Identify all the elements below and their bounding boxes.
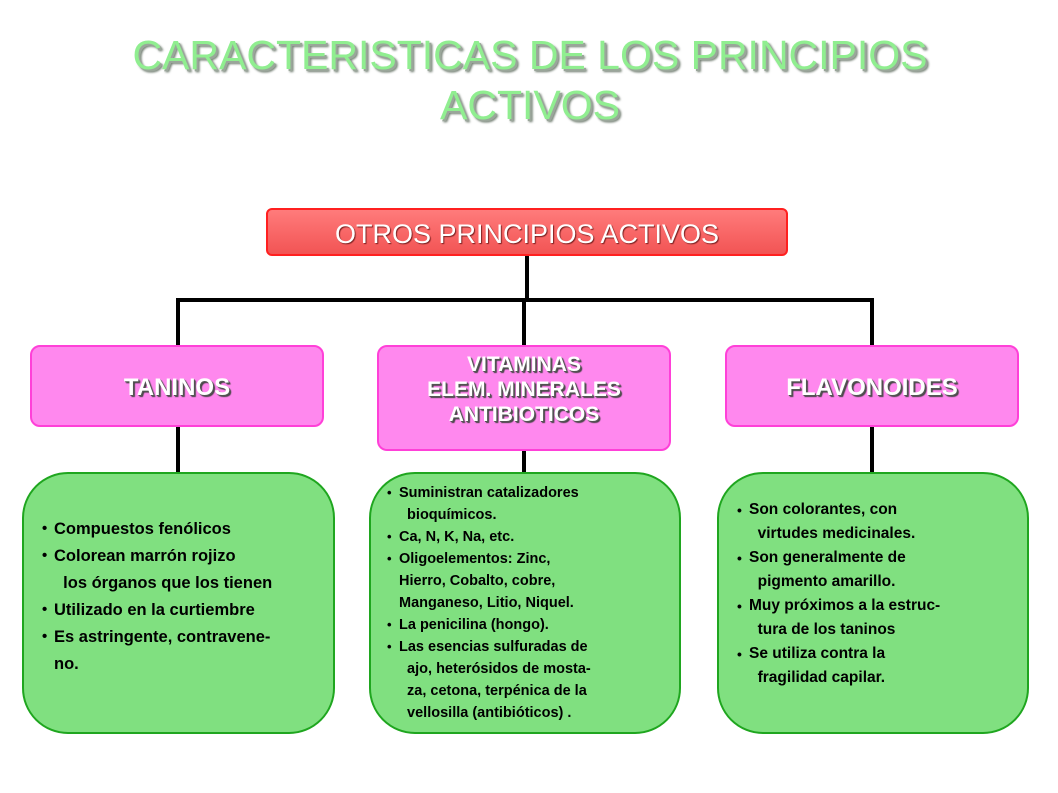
detail-item: Manganeso, Litio, Niquel. — [399, 592, 679, 614]
category-vitaminas: VITAMINAS ELEM. MINERALES ANTIBIOTICOS — [377, 345, 671, 451]
bullet-glyph: • — [387, 617, 392, 632]
root-node: OTROS PRINCIPIOS ACTIVOS — [266, 208, 788, 256]
detail-text: La penicilina (hongo). — [399, 617, 549, 633]
bullet-glyph: • — [387, 529, 392, 544]
detail-item: • Las esencias sulfuradas de — [387, 636, 679, 658]
category-taninos: TANINOS — [30, 345, 324, 427]
detail-text: Es astringente, contravene- — [54, 628, 271, 646]
detail-text: Oligoelementos: Zinc, — [399, 551, 551, 567]
detail-text: Utilizado en la curtiembre — [54, 601, 255, 619]
detail-item: • Muy próximos a la estruc- — [737, 594, 1027, 618]
detail-text: pigmento amarillo. — [749, 573, 896, 590]
detail-text: Hierro, Cobalto, cobre, — [399, 573, 556, 589]
detail-box-taninos: • Compuestos fenólicos • Colorean marrón ro… — [22, 472, 335, 734]
detail-item: • Se utiliza contra la — [737, 642, 1027, 666]
detail-item: no. — [54, 651, 333, 678]
detail-text: Se utiliza contra la — [749, 645, 886, 662]
detail-text: Manganeso, Litio, Niquel. — [399, 595, 574, 611]
detail-item: los órganos que los tienen — [54, 570, 333, 597]
detail-box-flavonoides: • Son colorantes, con virtudes medicinale… — [717, 472, 1029, 734]
detail-item: Hierro, Cobalto, cobre, — [399, 570, 679, 592]
category-line: VITAMINAS — [467, 353, 581, 376]
detail-text: Ca, N, K, Na, etc. — [399, 529, 515, 545]
bullet-glyph: • — [737, 646, 742, 662]
detail-text: fragilidad capilar. — [749, 669, 886, 686]
detail-item: • Es astringente, contravene- — [42, 624, 333, 651]
detail-text: no. — [54, 655, 79, 673]
detail-item: fragilidad capilar. — [749, 666, 1027, 690]
detail-text: Compuestos fenólicos — [54, 520, 231, 538]
detail-item: bioquímicos. — [399, 504, 679, 526]
detail-item: ajo, heterósidos de mosta- — [399, 658, 679, 680]
category-line: ANTIBIOTICOS — [448, 403, 600, 426]
bullet-glyph: • — [737, 550, 742, 566]
detail-text: ajo, heterósidos de mosta- — [399, 661, 591, 677]
detail-box-vitaminas: • Suministran catalizadores bioquímicos. •… — [369, 472, 681, 734]
bullet-glyph: • — [42, 521, 48, 537]
title-line-2: ACTIVOS — [440, 82, 620, 128]
detail-text: Muy próximos a la estruc- — [749, 597, 941, 614]
detail-text: los órganos que los tienen — [54, 574, 273, 592]
bullet-glyph: • — [387, 551, 392, 566]
detail-text: Suministran catalizadores — [399, 485, 579, 501]
detail-text: virtudes medicinales. — [749, 525, 916, 542]
bullet-glyph: • — [42, 602, 48, 618]
detail-text: Son generalmente de — [749, 549, 906, 566]
detail-item: • Colorean marrón rojizo — [42, 543, 333, 570]
detail-item: • Oligoelementos: Zinc, — [387, 548, 679, 570]
detail-item: • Son colorantes, con — [737, 498, 1027, 522]
detail-item: vellosilla (antibióticos) . — [399, 702, 679, 724]
detail-item: tura de los taninos — [749, 618, 1027, 642]
detail-list: • Compuestos fenólicos • Colorean marrón ro… — [24, 474, 333, 678]
bullet-glyph: • — [387, 485, 392, 500]
page-title: CARACTERISTICAS DE LOS PRINCIPIOS ACTIVO… — [80, 30, 980, 130]
detail-item: za, cetona, terpénica de la — [399, 680, 679, 702]
detail-item: • Utilizado en la curtiembre — [42, 597, 333, 624]
detail-item: • Suministran catalizadores — [387, 482, 679, 504]
detail-text: vellosilla (antibióticos) . — [399, 705, 572, 721]
detail-item: • Ca, N, K, Na, etc. — [387, 526, 679, 548]
bullet-glyph: • — [42, 629, 48, 645]
category-line: ELEM. MINERALES — [427, 378, 621, 401]
bullet-glyph: • — [737, 502, 742, 518]
title-line-1: CARACTERISTICAS DE LOS PRINCIPIOS — [132, 32, 928, 78]
detail-item: • Compuestos fenólicos — [42, 516, 333, 543]
detail-text: Son colorantes, con — [749, 501, 898, 518]
detail-item: • La penicilina (hongo). — [387, 614, 679, 636]
detail-text: za, cetona, terpénica de la — [399, 683, 587, 699]
detail-text: Las esencias sulfuradas de — [399, 639, 588, 655]
bullet-glyph: • — [387, 639, 392, 654]
detail-item: virtudes medicinales. — [749, 522, 1027, 546]
detail-item: pigmento amarillo. — [749, 570, 1027, 594]
detail-list: • Son colorantes, con virtudes medicinale… — [719, 474, 1027, 690]
detail-text: bioquímicos. — [399, 507, 497, 523]
bullet-glyph: • — [737, 598, 742, 614]
detail-list: • Suministran catalizadores bioquímicos. •… — [371, 474, 679, 724]
detail-text: tura de los taninos — [749, 621, 896, 638]
bullet-glyph: • — [42, 548, 48, 564]
category-flavonoides: FLAVONOIDES — [725, 345, 1019, 427]
detail-item: • Son generalmente de — [737, 546, 1027, 570]
detail-text: Colorean marrón rojizo — [54, 547, 236, 565]
